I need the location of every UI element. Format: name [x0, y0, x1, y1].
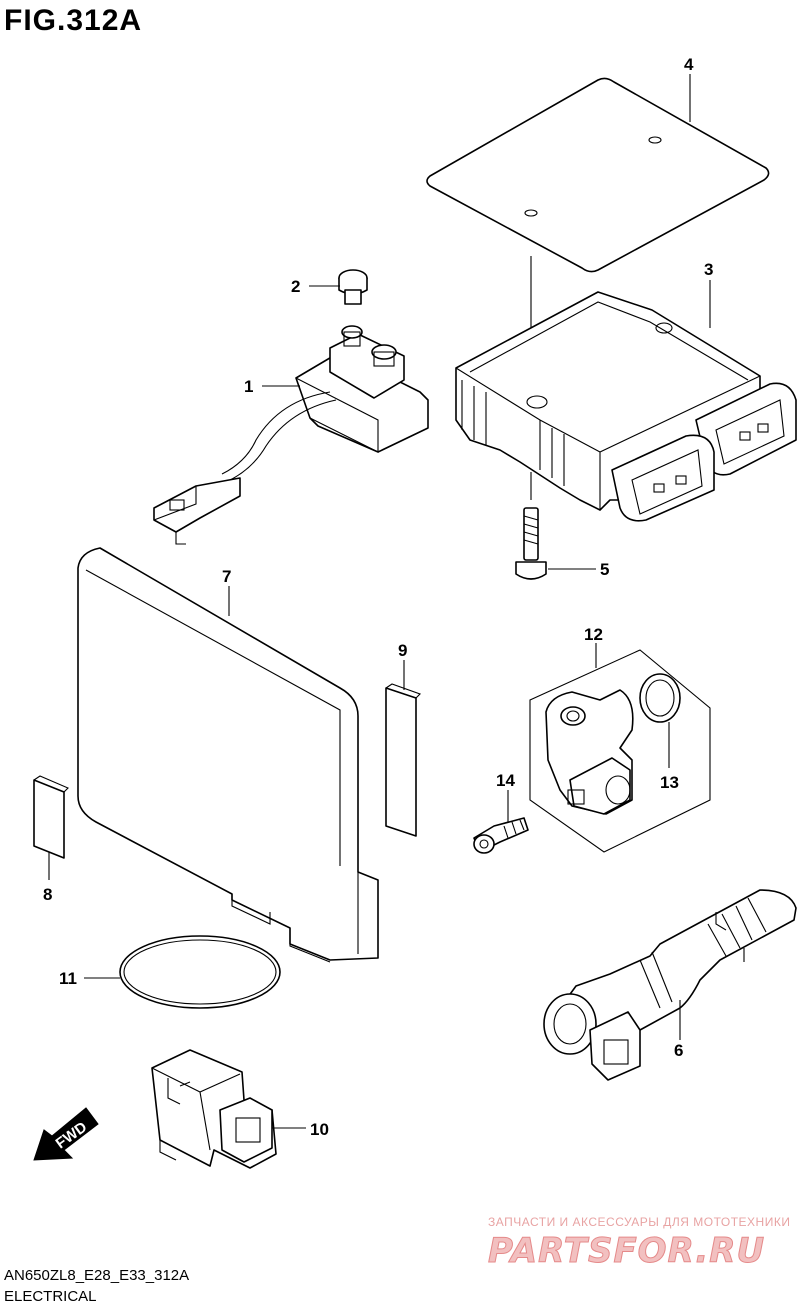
callout-4: 4 [684, 55, 694, 74]
part-7-ecm[interactable] [77, 547, 379, 963]
part-6-ignition-coil[interactable] [543, 889, 797, 1081]
model-code: AN650ZL8_E28_E33_312A [4, 1267, 189, 1284]
fwd-direction-marker: FWD [33, 1107, 99, 1161]
callout-14: 14 [496, 771, 515, 790]
part-10-coupler[interactable] [151, 1049, 277, 1169]
callout-12: 12 [584, 625, 603, 644]
callout-2: 2 [291, 277, 300, 296]
part-1-starter-relay[interactable] [153, 325, 429, 545]
part-11-band[interactable] [119, 935, 281, 1009]
section-name: ELECTRICAL [4, 1288, 97, 1305]
watermark-brand: PARTSFOR.RU [488, 1231, 765, 1271]
callout-13: 13 [660, 773, 679, 792]
part-8-pad[interactable] [33, 775, 69, 859]
callout-7: 7 [222, 567, 231, 586]
callout-9: 9 [398, 641, 407, 660]
part-2-bolt[interactable] [338, 269, 368, 305]
callout-10: 10 [310, 1120, 329, 1139]
callout-8: 8 [43, 885, 52, 904]
part-9-pad[interactable] [385, 683, 422, 837]
callout-1: 1 [244, 377, 253, 396]
part-13-o-ring[interactable] [639, 673, 681, 723]
figure-title: FIG.312A [4, 4, 142, 37]
callout-3: 3 [704, 260, 713, 279]
part-4-cover-plate[interactable] [426, 77, 770, 273]
part-12-sensor[interactable] [545, 689, 634, 815]
part-3-regulator[interactable] [455, 291, 797, 522]
callout-5: 5 [600, 560, 609, 579]
callout-11: 11 [59, 969, 77, 988]
part-14-bolt[interactable] [473, 817, 529, 854]
callout-6: 6 [674, 1041, 683, 1060]
watermark-tagline: ЗАПЧАСТИ И АКСЕССУАРЫ ДЛЯ МОТОТЕХНИКИ [488, 1215, 790, 1229]
part-12-group-outline [529, 649, 711, 853]
part-5-bolt[interactable] [515, 507, 547, 580]
